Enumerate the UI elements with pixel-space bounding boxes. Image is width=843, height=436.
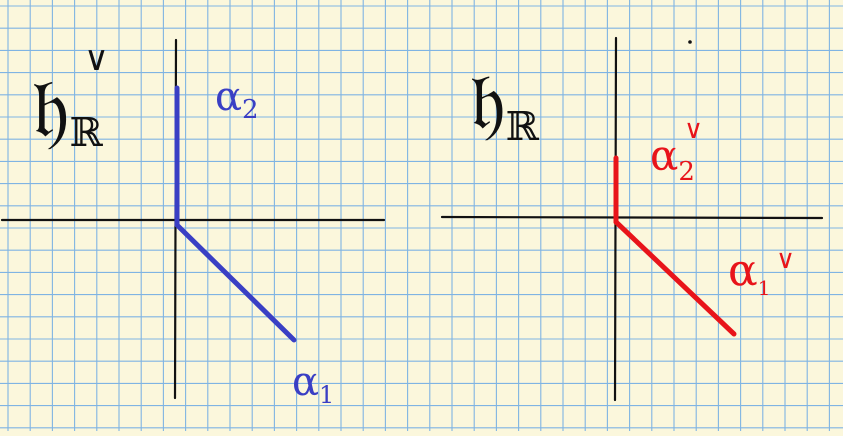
right-space-subscript: ℝ [506,104,540,150]
right-horizontal-axis [440,215,824,220]
left-root-alpha2-label: α2 [215,74,259,125]
right-coroot-alpha2-superscript: ∨ [684,115,703,145]
left-space-label: 𝔥ℝ [32,61,103,156]
left-panel: 𝔥ℝ ∨ α2 α1 [0,38,386,409]
right-panel: 𝔥ℝ α2 ∨ α1 ∨ [440,36,824,402]
left-root-alpha1-vector [174,222,297,343]
right-coroot-alpha1-label: α1 [728,245,770,300]
left-space-superscript: ∨ [84,39,109,79]
right-coroot-alpha2-label: α2 [650,131,695,187]
right-coroot-alpha1-vector [613,219,737,337]
left-space-symbol: 𝔥 [32,61,69,156]
left-space-subscript: ℝ [69,110,103,156]
right-space-symbol: 𝔥 [470,57,506,147]
right-space-label: 𝔥ℝ [470,57,540,150]
stray-ink-dot [688,40,692,44]
left-root-alpha1-label: α1 [292,359,334,409]
right-coroot-alpha1-superscript: ∨ [776,245,795,275]
